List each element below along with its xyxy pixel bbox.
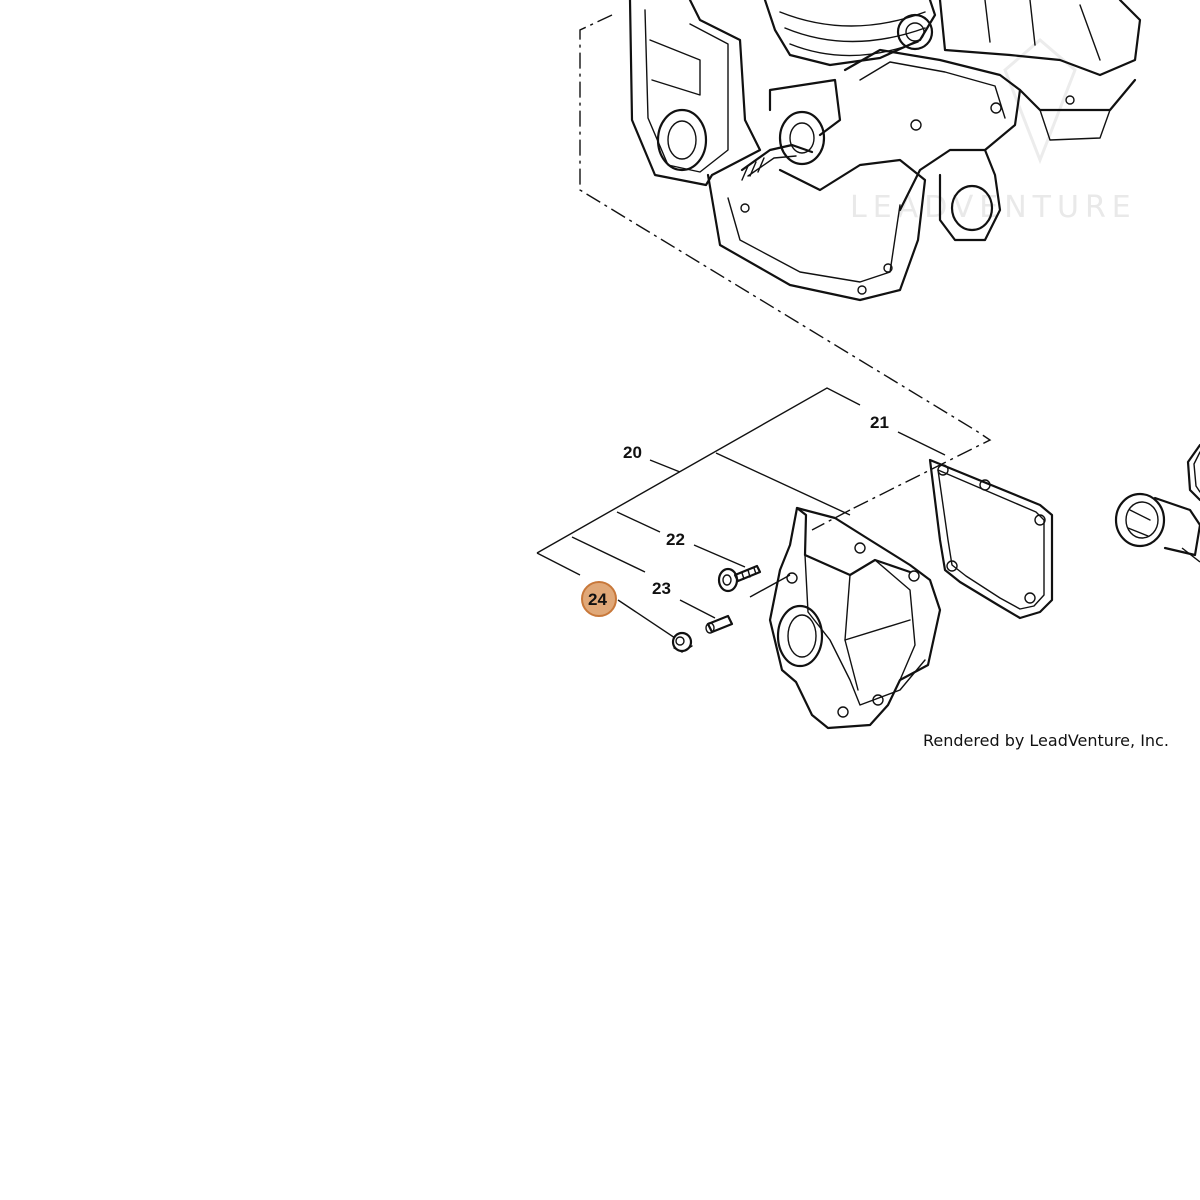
callout-23[interactable]: 23 xyxy=(652,579,671,598)
highlight-circle xyxy=(581,581,617,617)
sleeve-part xyxy=(671,631,693,653)
watermark-logo xyxy=(1003,38,1077,165)
assembly-guide-lines xyxy=(579,14,992,531)
render-credit: Rendered by LeadVenture, Inc. xyxy=(923,731,1169,750)
seal-ring-part xyxy=(1186,443,1200,502)
callout-24[interactable]: 24 xyxy=(588,590,607,609)
crankcase-half-part xyxy=(768,506,942,730)
bracket-lines xyxy=(536,387,946,639)
cap-part xyxy=(1114,492,1200,563)
callout-20[interactable]: 20 xyxy=(623,443,642,462)
crankcase-assembly xyxy=(628,0,1142,302)
callout-21[interactable]: 21 xyxy=(870,413,889,432)
callout-22[interactable]: 22 xyxy=(666,530,685,549)
watermark-text: LEADVENTURE xyxy=(850,190,1137,225)
gasket-part xyxy=(928,458,1054,620)
callout-24-highlight[interactable]: 24 xyxy=(581,581,617,617)
screw-part xyxy=(717,564,762,593)
dowel-pin-part xyxy=(705,614,734,634)
